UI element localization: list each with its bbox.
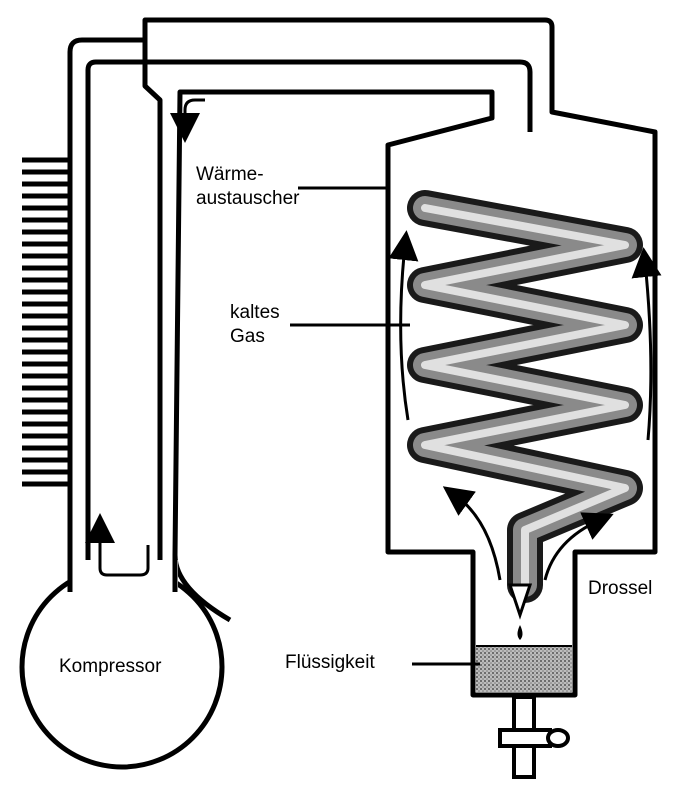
leader-lines	[290, 186, 480, 666]
throttle-nozzle	[507, 583, 533, 620]
liquid-pool	[476, 646, 572, 692]
left-return-bend	[98, 540, 150, 577]
inner-pipe	[85, 59, 533, 578]
heat-exchanger-label-line2: austauscher	[196, 188, 300, 209]
drain-tap	[498, 695, 570, 779]
compressor-label: Kompressor	[59, 656, 162, 677]
heat-exchanger-label-line1: Wärme-	[196, 164, 264, 185]
coil	[407, 190, 643, 603]
cold-gas-label-line2: Gas	[230, 326, 265, 347]
liquid-label: Flüssigkeit	[285, 652, 375, 673]
throttle-label: Drossel	[588, 578, 653, 599]
cold-gas-label-line1: kaltes	[230, 302, 280, 323]
gas-flow-arrows	[388, 230, 662, 581]
top-return-bend	[170, 98, 205, 143]
drop	[517, 625, 523, 640]
